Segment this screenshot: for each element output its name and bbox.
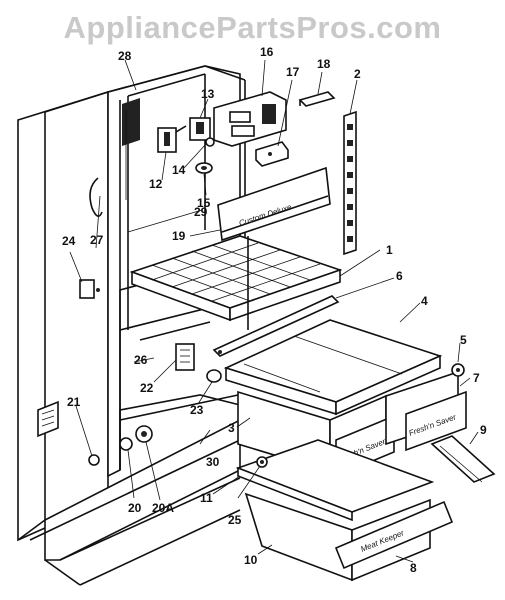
part-21-roller [88, 454, 100, 466]
label-16: 16 [260, 45, 274, 59]
part-10-meat-pan: Meat Keeper [244, 492, 454, 582]
label-20a: 20A [152, 501, 174, 515]
part-22-light-socket [175, 343, 195, 371]
label-7: 7 [473, 371, 480, 385]
part-9-drawer-slide [430, 435, 496, 483]
part-16-control-panel [213, 91, 287, 147]
part-23-plug [206, 369, 222, 383]
part-18-light-lens [298, 91, 336, 107]
label-9: 9 [480, 423, 487, 437]
label-2: 2 [354, 67, 361, 81]
part-13-control-housing [189, 117, 211, 141]
label-15: 15 [197, 196, 211, 210]
leader-lines [69, 59, 479, 563]
label-12: 12 [149, 177, 163, 191]
part-12-control-knob [157, 125, 187, 153]
label-21: 21 [67, 395, 81, 409]
part-20a-drain-cap [135, 425, 153, 443]
part-11-pan-cover [235, 439, 435, 522]
label-20: 20 [128, 501, 142, 515]
part-1-wire-shelf [129, 235, 343, 330]
label-17: 17 [286, 65, 300, 79]
label-1: 1 [386, 243, 393, 257]
part-2-shelf-bracket [343, 110, 357, 256]
label-30: 30 [206, 455, 220, 469]
label-24: 24 [62, 234, 76, 248]
part-4-crisper-cover [223, 319, 443, 416]
label-23: 23 [190, 403, 204, 417]
part-20-drain-fitting [119, 437, 133, 451]
label-13: 13 [201, 87, 215, 101]
label-4: 4 [421, 294, 428, 308]
label-26: 26 [134, 353, 148, 367]
label-22: 22 [140, 381, 154, 395]
part-17-thermostat [255, 141, 289, 167]
part-14-knob [205, 137, 215, 147]
part-6-cover-rail [212, 295, 340, 357]
part-25-clip [256, 456, 268, 468]
label-11: 11 [200, 491, 213, 505]
label-29: 29 [194, 205, 208, 219]
part-15-spacer [195, 162, 213, 174]
label-5: 5 [460, 333, 467, 347]
label-14: 14 [172, 163, 186, 177]
label-3: 3 [228, 421, 235, 435]
label-18: 18 [317, 57, 331, 71]
control-parts-group [157, 91, 357, 256]
label-27: 27 [90, 233, 104, 247]
part-24-door-switch [79, 279, 100, 299]
label-8: 8 [410, 561, 417, 575]
label-19: 19 [172, 229, 186, 243]
label-10: 10 [244, 553, 258, 567]
label-6: 6 [396, 269, 403, 283]
label-25: 25 [228, 513, 242, 527]
part-7-crisper-drawer-right: Fresh'n Saver [385, 370, 467, 452]
watermark-text: AppliancePartsPros.com [63, 10, 442, 45]
part-number-labels: 28 13 16 17 18 2 12 14 15 29 19 1 6 4 5 … [62, 45, 487, 575]
part-5-drawer-stop [451, 363, 465, 377]
label-28: 28 [118, 49, 132, 63]
